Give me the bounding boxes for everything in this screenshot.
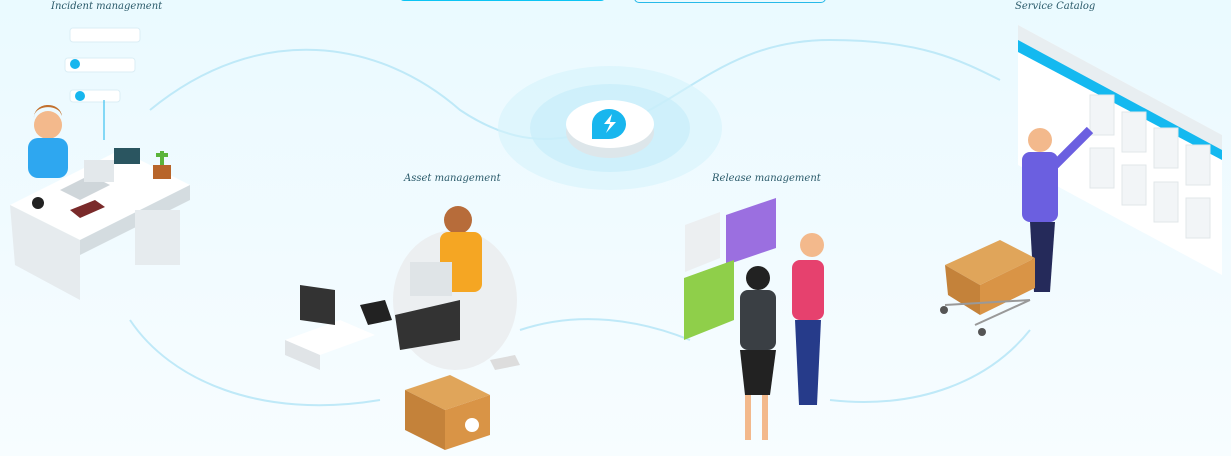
asset-scene: [285, 206, 520, 450]
label-asset-management: Asset management: [404, 173, 501, 184]
hub: [498, 66, 722, 190]
primary-button[interactable]: [399, 0, 606, 1]
release-scene: [684, 198, 824, 440]
label-release-management: Release management: [712, 173, 821, 184]
label-service-catalog: Service Catalog: [1015, 1, 1096, 12]
catalog-scene: [940, 25, 1222, 336]
incident-scene: [10, 27, 190, 300]
label-incident-management: Incident management: [51, 1, 163, 12]
